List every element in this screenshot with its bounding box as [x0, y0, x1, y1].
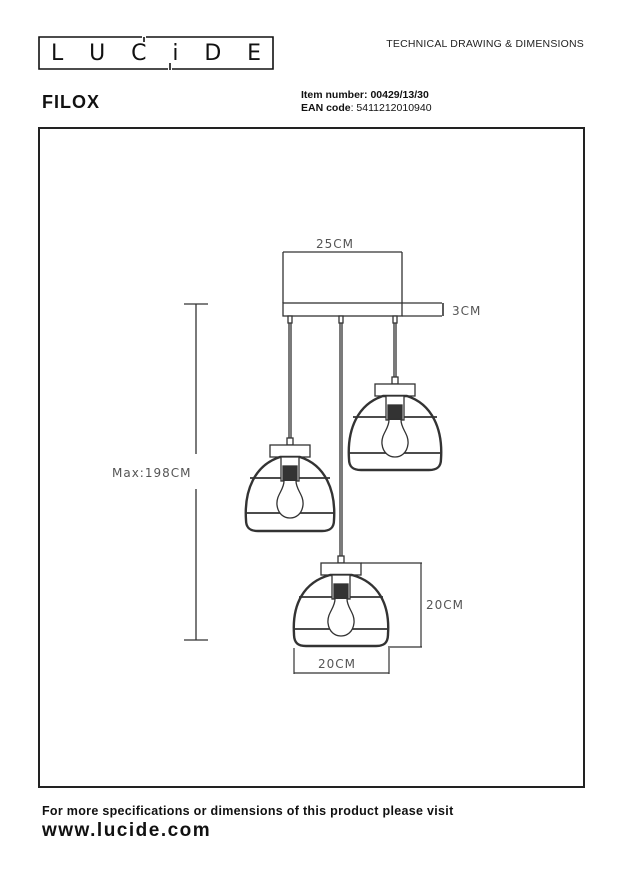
logo-frame: [38, 36, 274, 70]
logo-letter: i: [172, 40, 179, 66]
canopy-width-label: 25CM: [316, 237, 354, 251]
website-link[interactable]: www.lucide.com: [42, 820, 212, 841]
drawing-frame: [38, 127, 585, 788]
footer-info-text: For more specifications or dimensions of…: [42, 804, 454, 818]
logo-letter: C: [131, 40, 147, 66]
logo-letter: L: [50, 40, 64, 66]
pendant-center: [292, 315, 390, 648]
shade-width-label: 20CM: [318, 657, 356, 671]
ean-row: EAN code: 5411212010940: [301, 102, 432, 115]
pendant-left: [244, 315, 336, 533]
brand-logo: L U C i D E: [38, 36, 274, 70]
product-meta: Item number: 00429/13/30 EAN code: 54112…: [301, 89, 432, 115]
ean-label: EAN code: [301, 102, 351, 114]
item-number-label: Item number:: [301, 89, 368, 101]
item-number-value: 00429/13/30: [370, 89, 429, 101]
canopy-height-label: 3CM: [452, 304, 481, 318]
pendant-right: [347, 315, 443, 472]
logo-letter: E: [247, 40, 262, 66]
document-type-title: TECHNICAL DRAWING & DIMENSIONS: [386, 38, 584, 50]
product-name: FILOX: [42, 92, 100, 112]
item-number-row: Item number: 00429/13/30: [301, 89, 432, 102]
shade-height-label: 20CM: [426, 598, 464, 612]
logo-letter: U: [89, 40, 106, 66]
max-height-label: Max:198CM: [112, 466, 192, 480]
ean-value: : 5411212010940: [350, 102, 432, 114]
logo-letter: D: [204, 40, 222, 66]
